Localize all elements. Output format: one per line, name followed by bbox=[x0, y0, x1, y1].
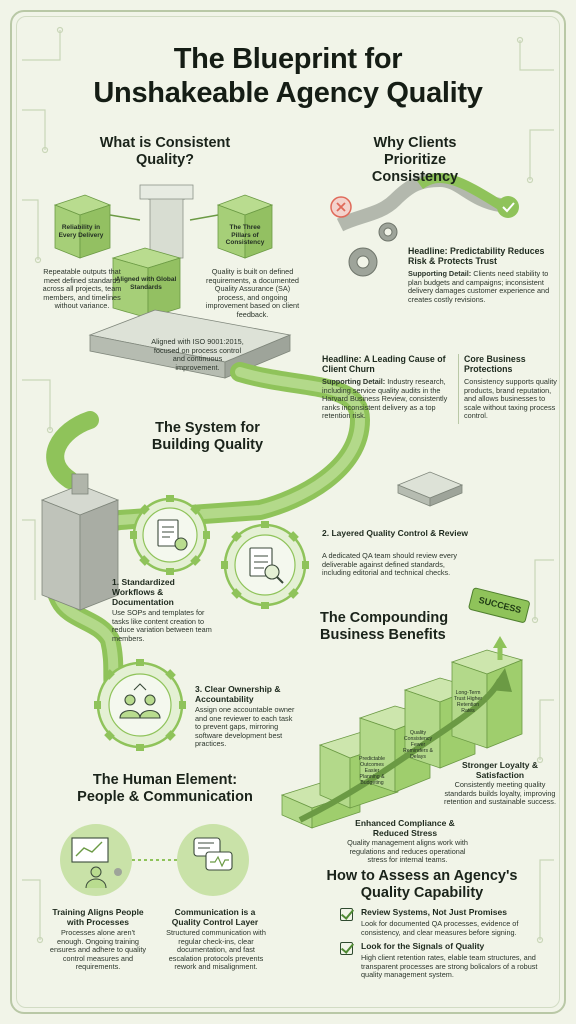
comm-text: Structured communication with regular ch… bbox=[166, 928, 266, 972]
checkbox-icon bbox=[340, 908, 353, 921]
training-title: Training Aligns People with Processes bbox=[52, 907, 144, 927]
training-text: Processes alone aren't enough. Ongoing t… bbox=[49, 928, 147, 972]
headline-churn: Headline: A Leading Cause of Client Chur… bbox=[322, 354, 446, 374]
comm-title: Communication is a Quality Control Layer bbox=[171, 907, 259, 927]
detail-core-protections: Consistency supports quality products, b… bbox=[464, 377, 557, 421]
training-presentation-icon bbox=[60, 824, 132, 896]
pillar-center-label: Aligned with Global Standards bbox=[115, 276, 177, 291]
assess-item2-text: High client retention rates, elable team… bbox=[361, 953, 538, 980]
pillar-left-text: Repeatable outputs that meet defined sta… bbox=[42, 267, 122, 311]
benefits-heading: The Compounding Business Benefits bbox=[320, 610, 449, 643]
headline-predictability: Headline: Predictability Reduces Risk & … bbox=[408, 246, 545, 266]
headline-core-protections: Core Business Protections bbox=[464, 354, 526, 374]
page-title: The Blueprint for Unshakeable Agency Qua… bbox=[93, 43, 483, 109]
consistent-quality-heading: What is Consistent Quality? bbox=[99, 135, 231, 168]
compliance-text: Quality management aligns work with regu… bbox=[347, 838, 468, 865]
team-people-icon bbox=[119, 683, 161, 719]
benefit-block-2: Quality Consistency Fewer Reminders & De… bbox=[403, 730, 433, 760]
system-heading: The System for Building Quality bbox=[151, 420, 264, 453]
compliance-title: Enhanced Compliance & Reduced Stress bbox=[355, 818, 455, 838]
gears-cog-icon bbox=[348, 222, 398, 277]
assess-item1-title: Review Systems, Not Just Promises bbox=[361, 907, 507, 917]
pillar-right-label: The Three Pillars of Consistency bbox=[225, 224, 265, 246]
pillar-structure-icon bbox=[53, 184, 292, 379]
human-heading: The Human Element: People & Communicatio… bbox=[77, 772, 253, 805]
benefit-block-3: Long-Term Trust Higher Retention Rates bbox=[453, 690, 483, 714]
factory-building-icon bbox=[40, 473, 120, 611]
platform-icon bbox=[396, 471, 464, 507]
why-clients-heading: Why Clients Prioritize Consistency bbox=[371, 135, 459, 185]
loyalty-title: Stronger Loyalty & Satisfaction bbox=[461, 760, 539, 780]
assess-item2-title: Look for the Signals of Quality bbox=[361, 941, 485, 951]
step1-title: 1. Standardized Workflows & Documentatio… bbox=[112, 577, 175, 607]
checkbox-icon bbox=[340, 942, 353, 955]
detail-churn: Supporting Detail: Industry research, in… bbox=[322, 377, 448, 421]
growth-arrow-icon bbox=[298, 678, 503, 823]
assess-item1-text: Look for documented QA processes, eviden… bbox=[361, 919, 519, 937]
column-divider bbox=[458, 354, 459, 424]
circuit-lines-icon bbox=[22, 26, 554, 944]
document-icon bbox=[157, 519, 188, 551]
chat-bubbles-icon bbox=[177, 824, 249, 896]
step2-text: A dedicated QA team should review every … bbox=[322, 551, 458, 578]
step1-text: Use SOPs and templates for tasks like co… bbox=[112, 608, 212, 643]
checklist-magnifier-icon bbox=[249, 547, 284, 584]
pillar-left-label: Reliability in Every Delivery bbox=[58, 224, 104, 239]
staircase-chart-icon bbox=[280, 649, 524, 829]
inner-border bbox=[16, 16, 560, 1008]
step3-text: Assign one accountable owner and one rev… bbox=[195, 705, 295, 749]
success-banner-icon bbox=[468, 587, 530, 623]
outer-border bbox=[10, 10, 566, 1014]
pillar-right-text: Quality is built on defined requirements… bbox=[205, 267, 300, 319]
benefit-block-1: Predictable Outcomes Easier Planning & B… bbox=[359, 756, 385, 786]
loyalty-text: Consistently meeting quality standards b… bbox=[444, 780, 556, 807]
base-text: Aligned with ISO 9001:2015, focused on p… bbox=[151, 337, 244, 372]
step3-title: 3. Clear Ownership & Accountability bbox=[195, 684, 281, 704]
step2-title: 2. Layered Quality Control & Review bbox=[322, 528, 468, 538]
assess-heading: How to Assess an Agency's Quality Capabi… bbox=[326, 868, 518, 901]
gear-teeth-icon bbox=[94, 495, 309, 751]
decision-road-icon bbox=[330, 172, 519, 232]
detail-predictability: Supporting Detail: Clients need stabilit… bbox=[408, 269, 550, 304]
